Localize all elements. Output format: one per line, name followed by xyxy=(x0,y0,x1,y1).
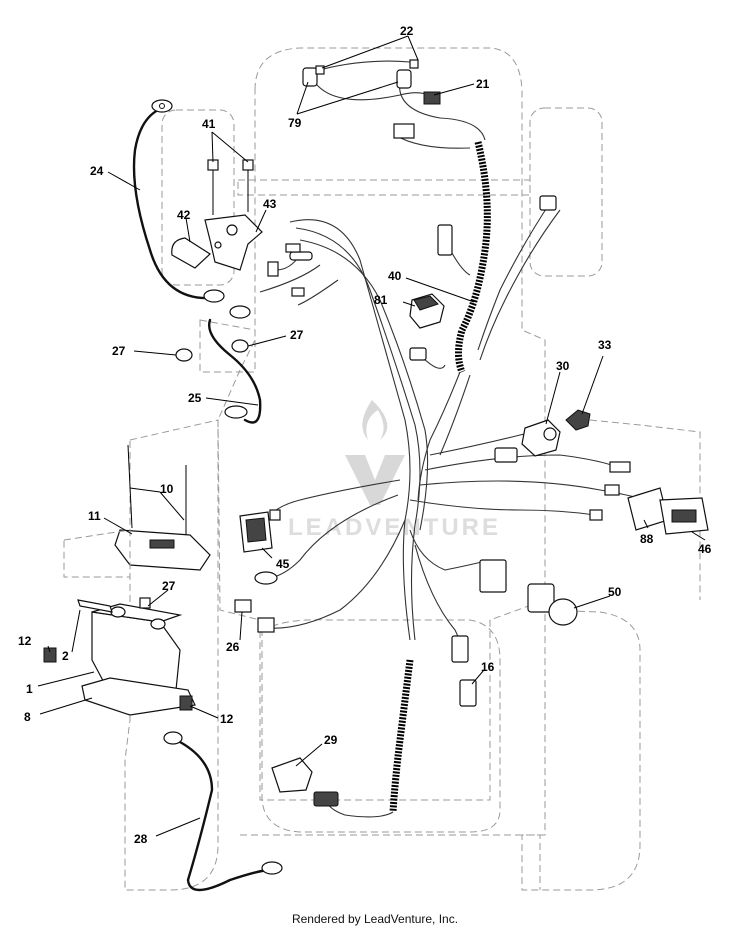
main-wire-harness xyxy=(259,199,646,818)
ring-terminal-25 xyxy=(229,305,251,319)
ring-terminal-24 xyxy=(203,289,225,303)
battery-tray-8 xyxy=(81,677,196,716)
callout-1: 1 xyxy=(26,682,33,696)
coiled-loom-lower xyxy=(389,659,414,813)
cable-25 xyxy=(208,318,262,424)
switch-modules xyxy=(627,487,709,535)
callout-50: 50 xyxy=(608,585,622,599)
solenoid-body xyxy=(204,214,263,271)
callout-45: 45 xyxy=(276,557,290,571)
coiled-loom-upper xyxy=(455,141,491,374)
bulb-right xyxy=(409,59,419,69)
harness-connectors xyxy=(234,195,631,663)
callout-40: 40 xyxy=(388,269,402,283)
callout-11: 11 xyxy=(88,509,101,523)
callout-12a: 12 xyxy=(18,634,32,648)
callout-33: 33 xyxy=(598,338,612,352)
callout-28: 28 xyxy=(134,832,148,846)
ignition-switch xyxy=(521,409,591,457)
callout-79: 79 xyxy=(288,116,302,130)
callout-21: 21 xyxy=(476,77,490,91)
switch-50 xyxy=(527,583,578,626)
battery-assembly xyxy=(43,444,283,892)
cable-28 xyxy=(178,740,272,892)
clip-12a xyxy=(43,647,57,663)
callout-22: 22 xyxy=(400,24,414,38)
watermark: LEADVENTURE xyxy=(288,400,501,541)
headlight-harness xyxy=(302,59,486,149)
callout-42: 42 xyxy=(177,208,191,222)
callout-27b: 27 xyxy=(290,328,304,342)
callout-46: 46 xyxy=(698,542,712,556)
callout-10: 10 xyxy=(160,482,174,496)
callout-30: 30 xyxy=(556,359,570,373)
watermark-text: LEADVENTURE xyxy=(288,514,501,541)
clip-12b xyxy=(179,695,193,711)
bulb-left xyxy=(315,65,325,75)
callout-8: 8 xyxy=(24,710,31,724)
ignition-key xyxy=(565,409,591,431)
cable-24 xyxy=(132,108,212,300)
footer-credit: Rendered by LeadVenture, Inc. xyxy=(291,912,459,926)
callout-81: 81 xyxy=(374,293,388,307)
callout-25: 25 xyxy=(188,391,202,405)
solenoid-boot-42 xyxy=(171,237,211,269)
battery-bolt-2 xyxy=(77,599,113,613)
headlight-socket-left xyxy=(302,67,318,87)
tractor-outline xyxy=(124,47,701,891)
module-45 xyxy=(239,511,273,553)
seat-switch-29 xyxy=(271,757,339,807)
callout-26: 26 xyxy=(226,640,240,654)
callout-41: 41 xyxy=(202,117,216,131)
hex-nut-27a xyxy=(175,348,193,362)
callout-labels: 22 21 79 41 24 42 43 40 81 27 27 25 30 3… xyxy=(18,24,712,846)
callout-27a: 27 xyxy=(112,344,126,358)
callout-2: 2 xyxy=(62,649,69,663)
callout-24: 24 xyxy=(90,164,104,178)
solenoid-assembly xyxy=(132,99,263,424)
battery-hold-down-11 xyxy=(114,529,211,571)
callout-leaders xyxy=(37,35,706,837)
multi-pin-connector xyxy=(479,559,507,593)
callout-12b: 12 xyxy=(220,712,234,726)
callout-88: 88 xyxy=(640,532,654,546)
hex-nut-27b xyxy=(231,339,249,353)
callout-27c: 27 xyxy=(162,579,176,593)
headlight-socket-right xyxy=(396,69,412,89)
switch-16 xyxy=(459,679,477,707)
callout-43: 43 xyxy=(263,197,277,211)
callout-16: 16 xyxy=(481,660,495,674)
harness-plug-top xyxy=(393,123,415,139)
relay-81 xyxy=(409,293,445,329)
headlight-connector xyxy=(423,91,441,105)
callout-29: 29 xyxy=(324,733,338,747)
